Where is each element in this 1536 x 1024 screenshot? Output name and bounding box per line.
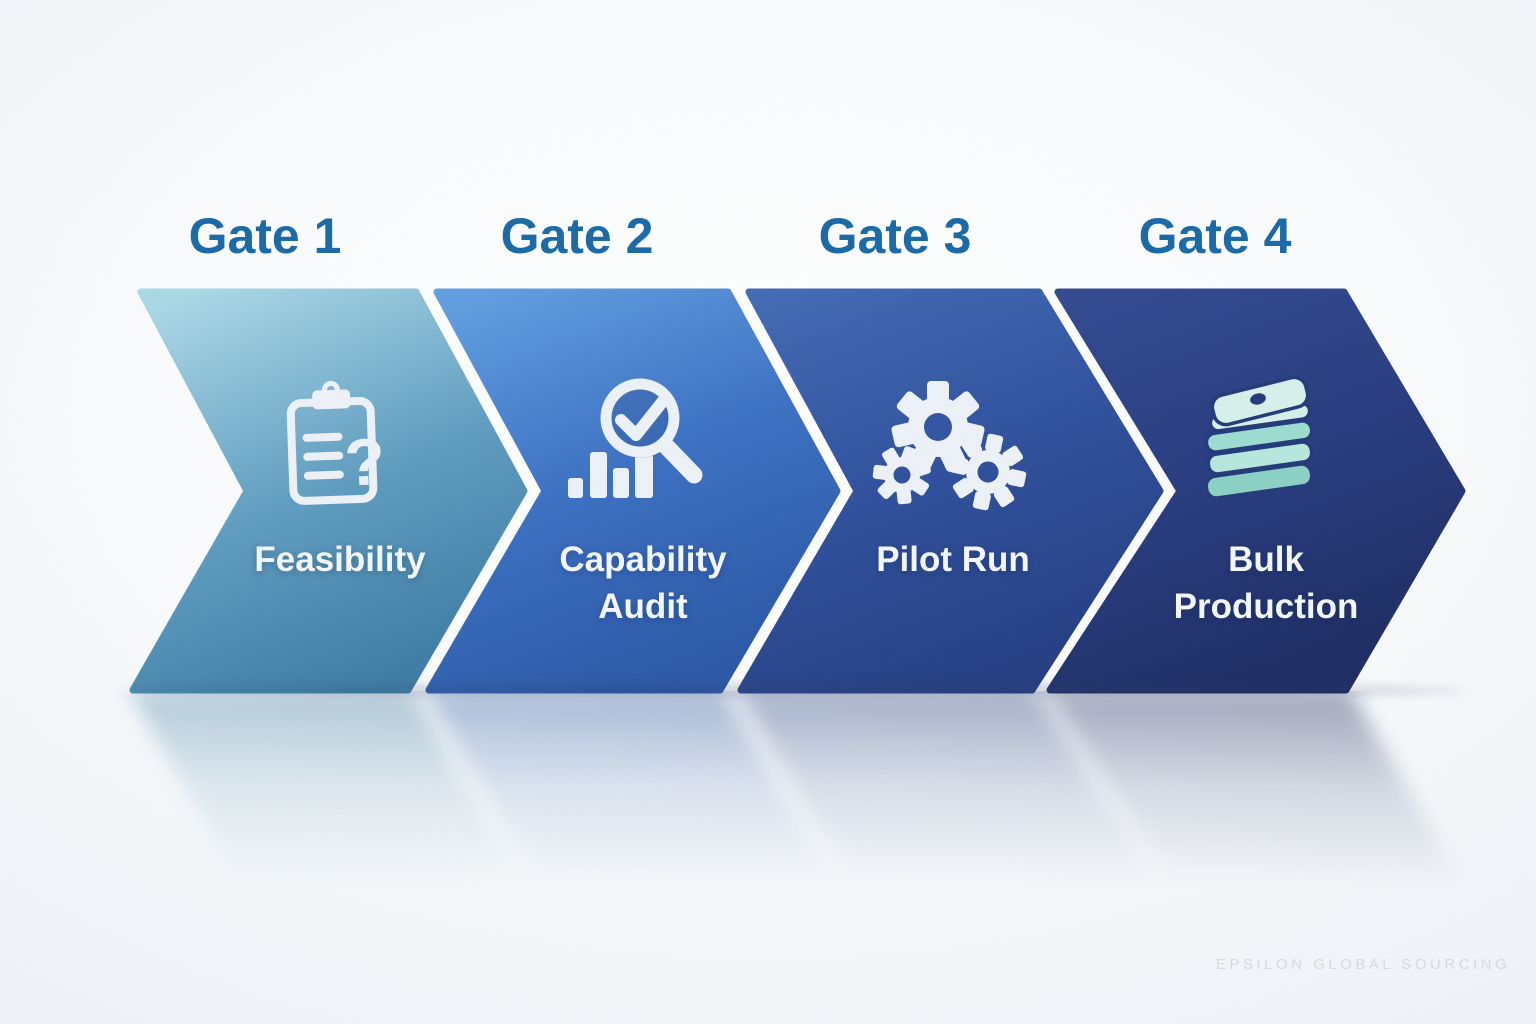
band-reflection bbox=[0, 691, 1536, 906]
stage-3-label: Pilot Run bbox=[876, 540, 1030, 579]
gate-4-title: Gate 4 bbox=[1138, 208, 1292, 264]
stage-4-label: Bulk Production bbox=[1173, 540, 1359, 626]
stage-1-label: Feasibility bbox=[254, 540, 426, 579]
stage-2-label: Capability Audit bbox=[559, 540, 727, 626]
gate-1-title: Gate 1 bbox=[188, 208, 342, 264]
gate-3-title: Gate 3 bbox=[818, 208, 972, 264]
watermark-text: EPSILON GLOBAL SOURCING bbox=[1216, 956, 1511, 973]
gate-2-title: Gate 2 bbox=[500, 208, 654, 264]
